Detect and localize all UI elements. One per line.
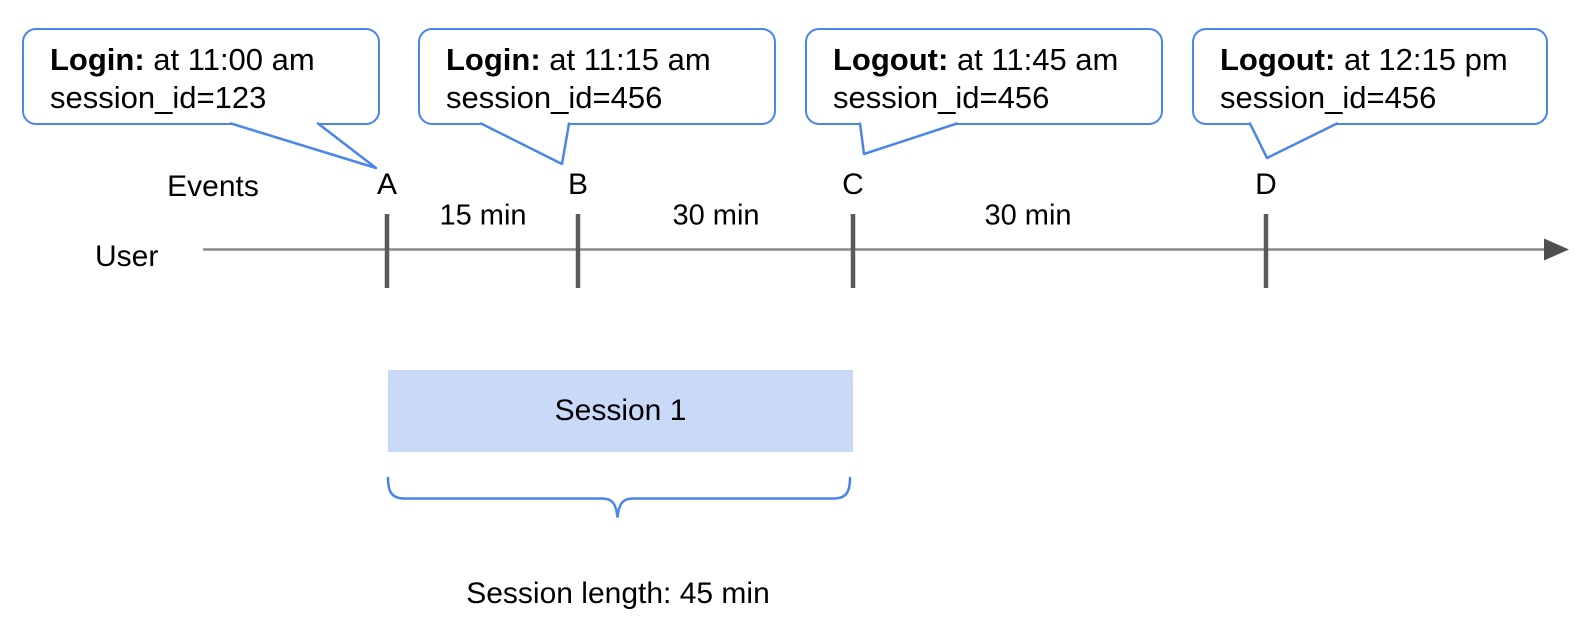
callout-line1: Login: at 11:00 am	[50, 41, 364, 79]
callout-line2: session_id=123	[50, 80, 267, 115]
event-type-label: Logout:	[833, 42, 949, 77]
callout-line1: Logout: at 11:45 am	[833, 41, 1147, 79]
event-type-label: Login:	[446, 42, 541, 77]
callout-tail-c	[858, 121, 959, 156]
session-1-box: Session 1	[388, 370, 853, 452]
callout-tail-a	[229, 121, 378, 170]
event-marker-d: D	[1255, 168, 1277, 201]
callout-logout-c: Logout: at 11:45 am session_id=456	[805, 28, 1163, 125]
session-length-brace	[386, 476, 852, 518]
callout-logout-d: Logout: at 12:15 pm session_id=456	[1192, 28, 1548, 125]
event-marker-c: C	[842, 168, 864, 201]
callout-line1: Logout: at 12:15 pm	[1220, 41, 1532, 79]
event-time-label: at 12:15 pm	[1335, 42, 1508, 77]
event-time-label: at 11:15 am	[540, 42, 711, 77]
event-marker-a: A	[376, 168, 398, 201]
callout-login-b: Login: at 11:15 am session_id=456	[418, 28, 776, 125]
event-time-label: at 11:45 am	[948, 42, 1119, 77]
session-length-label: Session length: 45 min	[466, 577, 770, 610]
event-time-label: at 11:00 am	[144, 42, 315, 77]
callout-line1: Login: at 11:15 am	[446, 41, 760, 79]
timeline-arrowhead-icon	[1544, 238, 1569, 261]
session-1-label: Session 1	[554, 394, 687, 427]
user-row-label: User	[95, 240, 159, 273]
interval-label-c-d: 30 min	[984, 199, 1072, 232]
event-type-label: Login:	[50, 42, 145, 77]
interval-label-a-b: 15 min	[439, 199, 527, 232]
callout-line2: session_id=456	[1220, 80, 1437, 115]
callout-tail-d	[1248, 121, 1339, 160]
callout-line2: session_id=456	[833, 80, 1050, 115]
callout-tail-b	[479, 121, 571, 166]
event-type-label: Logout:	[1220, 42, 1336, 77]
callout-line2: session_id=456	[446, 80, 663, 115]
events-row-label: Events	[167, 170, 259, 203]
event-marker-b: B	[567, 168, 589, 201]
callout-login-a: Login: at 11:00 am session_id=123	[22, 28, 380, 125]
interval-label-b-c: 30 min	[672, 199, 760, 232]
